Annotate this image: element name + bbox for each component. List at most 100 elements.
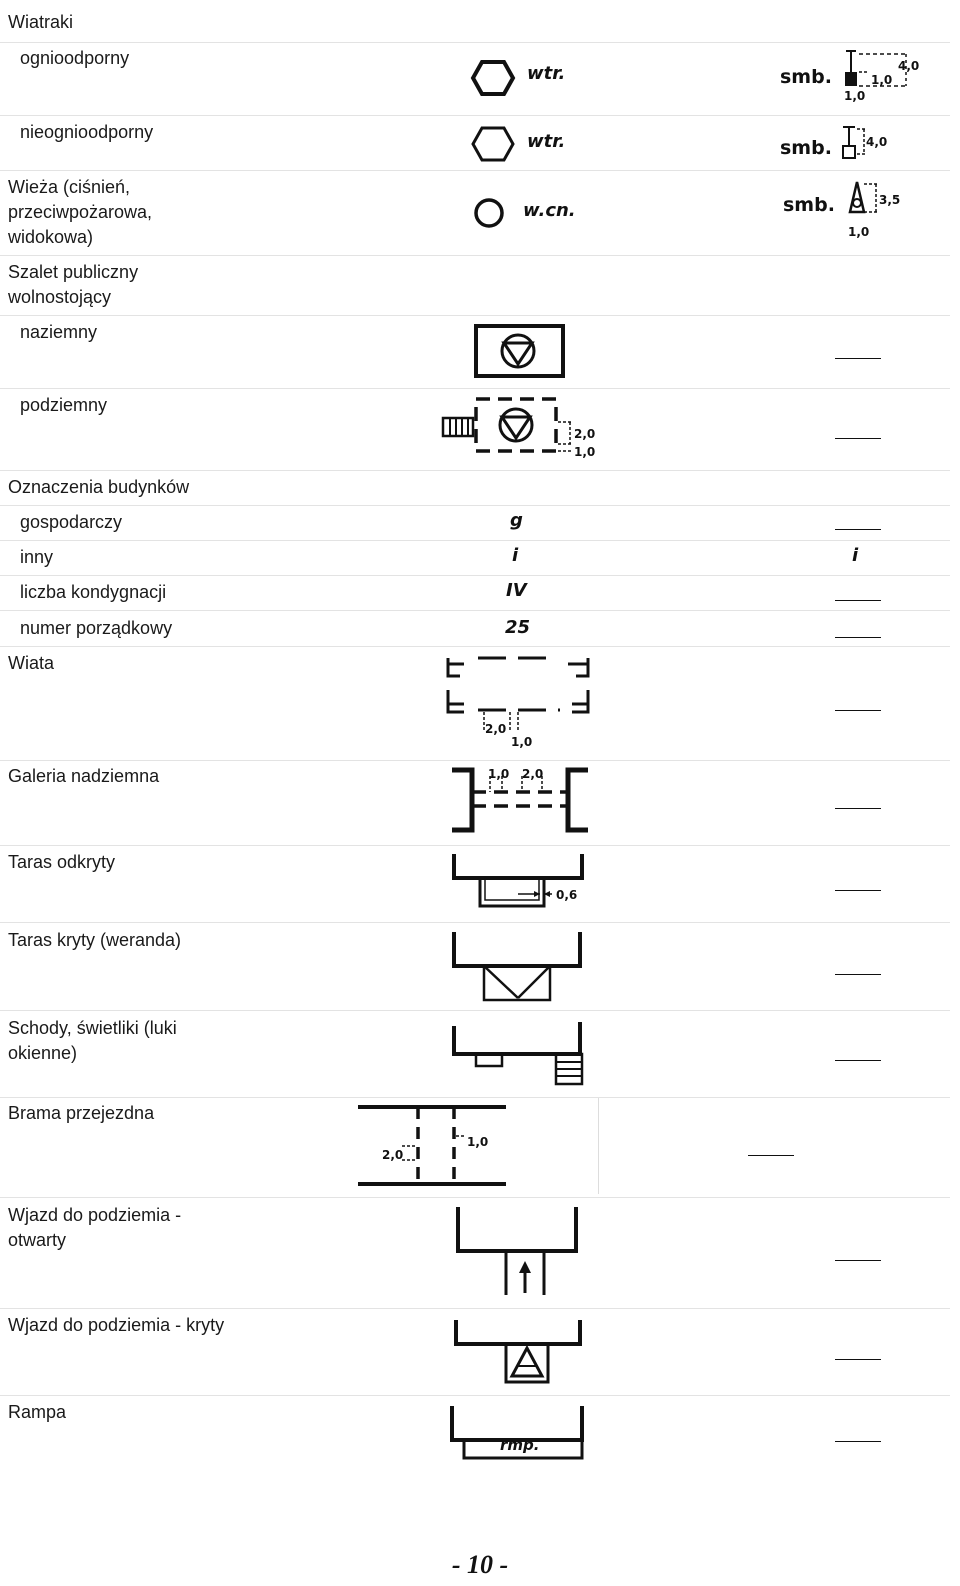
empty-cell-dash [835, 1441, 881, 1442]
empty-cell-dash [835, 529, 881, 530]
row-divider [0, 470, 950, 471]
empty-cell-dash [835, 358, 881, 359]
svg-text:2,0: 2,0 [382, 1148, 403, 1162]
empty-cell-dash [835, 1359, 881, 1360]
label-wiatraki: Wiatraki [8, 12, 74, 32]
toilet-underground-icon: 2,0 1,0 [441, 397, 595, 459]
row-divider [0, 1010, 950, 1011]
shelter-icon: 2,0 1,0 [446, 656, 590, 749]
smb-label-2: smb. [780, 137, 832, 159]
code-i: i [512, 545, 519, 566]
label-wiata: Wiata [8, 653, 55, 673]
gallery-icon: 1,0 2,0 [452, 767, 588, 833]
underground-entrance-covered-icon [454, 1320, 582, 1384]
code-25: 25 [505, 617, 531, 638]
stairs-skylight-icon [452, 1022, 584, 1086]
label-schody: Schody, świetliki (luki okienne) [8, 1018, 177, 1063]
empty-cell-dash [835, 808, 881, 809]
label-liczba-kondygnacji: liczba kondygnacji [20, 582, 167, 602]
label-wjazd-otwarty: Wjazd do podziemia - otwarty [8, 1205, 182, 1250]
svg-text:2,0: 2,0 [522, 767, 543, 781]
label-taras-kryty: Taras kryty (weranda) [8, 930, 182, 950]
circle-tower-icon [474, 198, 504, 228]
row-divider [0, 388, 950, 389]
open-terrace-icon: 0,6 [452, 854, 584, 908]
label-naziemny: naziemny [20, 322, 98, 342]
label-numer-porzadkowy: numer porządkowy [20, 618, 173, 638]
svg-text:1,0: 1,0 [844, 89, 865, 103]
svg-text:0,6: 0,6 [556, 888, 577, 902]
label-podziemny: podziemny [20, 395, 108, 415]
label-szalet: Szalet publiczny wolnostojący [8, 262, 139, 307]
smb-label-1: smb. [780, 66, 832, 88]
windmill-symbol-icon: 4,0 [842, 126, 887, 159]
label-brama: Brama przejezdna [8, 1103, 155, 1123]
toilet-above-ground-icon [474, 324, 565, 378]
row-divider [0, 115, 950, 116]
row-divider [0, 1097, 950, 1098]
smb-label-3: smb. [783, 194, 835, 216]
empty-cell-dash [835, 438, 881, 439]
code-rmp: rmp. [500, 1436, 540, 1454]
code-i-right: i [852, 545, 859, 566]
row-divider [0, 760, 950, 761]
windmill-fireproof-symbol-icon [845, 50, 907, 87]
ramp-icon [450, 1406, 584, 1460]
code-wtr-1: wtr. [527, 63, 566, 84]
row-divider [0, 575, 950, 576]
row-divider [0, 42, 950, 43]
row-divider [0, 1308, 950, 1309]
label-rampa: Rampa [8, 1402, 67, 1422]
row-divider [0, 1395, 950, 1396]
label-wjazd-kryty: Wjazd do podziemia - kryty [8, 1315, 225, 1335]
empty-cell-dash [748, 1155, 794, 1156]
svg-text:1,0: 1,0 [574, 445, 595, 459]
label-ognioodporny: ognioodporny [20, 48, 130, 68]
row-divider [0, 845, 950, 846]
row-divider [0, 315, 950, 316]
code-iv: IV [506, 580, 527, 601]
svg-text:2,0: 2,0 [485, 722, 506, 736]
row-divider [0, 255, 950, 256]
label-nieognioodporny: nieognioodporny [20, 122, 154, 142]
svg-text:1,0: 1,0 [467, 1135, 488, 1149]
empty-cell-dash [835, 890, 881, 891]
drive-through-gate-icon: 2,0 1,0 [358, 1105, 506, 1186]
label-galeria: Galeria nadziemna [8, 766, 160, 786]
row-divider [0, 646, 950, 647]
covered-terrace-icon [452, 932, 582, 1002]
empty-cell-dash [835, 974, 881, 975]
code-wcn: w.cn. [523, 200, 576, 221]
label-gospodarczy: gospodarczy [20, 512, 123, 532]
svg-text:1,0: 1,0 [488, 767, 509, 781]
svg-text:3,5: 3,5 [879, 193, 900, 207]
empty-cell-dash [835, 710, 881, 711]
row-divider [0, 540, 950, 541]
underground-entrance-open-icon [456, 1207, 578, 1295]
row-divider [0, 170, 950, 171]
hexagon-outline-icon [471, 126, 515, 162]
label-taras-odkryty: Taras odkryty [8, 852, 116, 872]
windmill-fireproof-dims: 1,0 1,0 4,0 [844, 59, 919, 103]
row-divider [0, 922, 950, 923]
code-g: g [510, 510, 523, 531]
hexagon-bold-icon [470, 60, 516, 96]
tower-symbol-icon: 3,5 1,0 [848, 181, 900, 239]
label-inny: inny [20, 547, 54, 567]
svg-text:2,0: 2,0 [574, 427, 595, 441]
empty-cell-dash [835, 600, 881, 601]
page-number: - 10 - [451, 1550, 509, 1579]
label-oznaczenia: Oznaczenia budynków [8, 477, 190, 497]
empty-cell-dash [835, 637, 881, 638]
code-wtr-2: wtr. [527, 131, 566, 152]
svg-text:4,0: 4,0 [866, 135, 887, 149]
svg-text:4,0: 4,0 [898, 59, 919, 73]
row-divider [0, 610, 950, 611]
row-divider [0, 505, 950, 506]
empty-cell-dash [835, 1260, 881, 1261]
cell-divider [598, 1098, 599, 1194]
svg-text:1,0: 1,0 [871, 73, 892, 87]
label-wieza: Wieża (ciśnień, przeciwpożarowa, widokow… [8, 177, 153, 247]
svg-text:1,0: 1,0 [511, 735, 532, 749]
row-divider [0, 1197, 950, 1198]
